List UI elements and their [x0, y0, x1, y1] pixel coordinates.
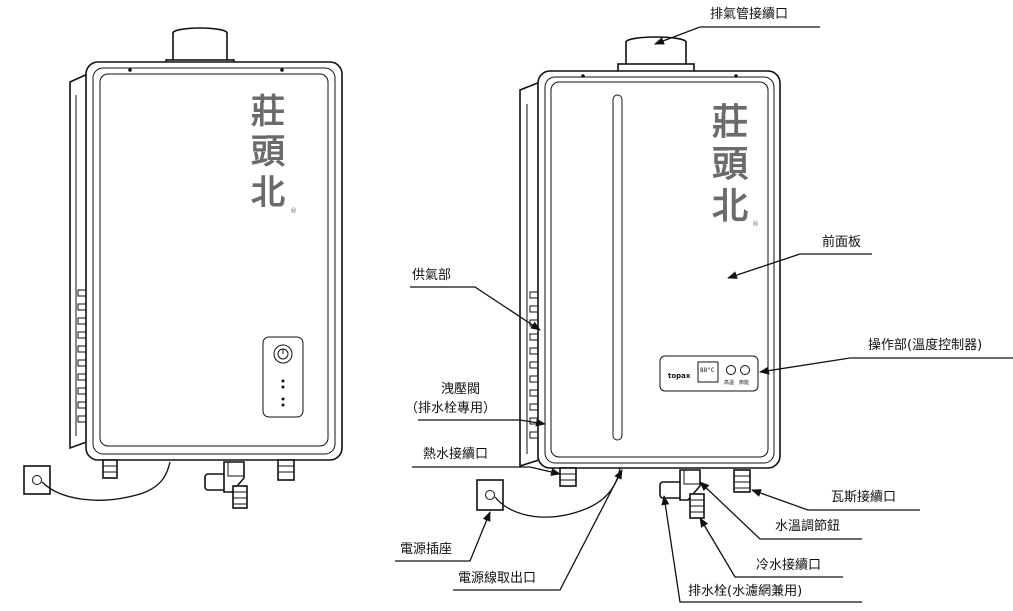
left-bottom-fittings [102, 459, 295, 509]
leader-gas-port [751, 489, 920, 511]
left-brand-char-1: 莊 [251, 92, 285, 132]
left-brand-char-3: 北 [251, 173, 285, 213]
label-exhaust-port: 排氣管接續口 [710, 7, 789, 22]
leader-exhaust-port [654, 26, 820, 45]
left-heater: 莊 頭 北 ® [23, 27, 343, 509]
left-power-cord [41, 461, 171, 501]
label-gas-port: 瓦斯接續口 [831, 490, 897, 505]
left-registered-mark: ® [290, 207, 297, 215]
right-brand-char-3: 北 [712, 185, 748, 227]
label-cord-outlet: 電源線取出口 [458, 571, 537, 586]
right-brand-char-2: 頭 [712, 143, 749, 185]
left-power-outlet [23, 465, 51, 495]
panel-display: 88°C [700, 367, 715, 374]
leader-control-unit [759, 357, 1013, 375]
right-heater-body [537, 70, 781, 469]
label-drain-plug: 排水栓(水濾網兼用) [688, 584, 803, 599]
leader-lines [395, 26, 1013, 603]
right-brand-char-1: 莊 [712, 101, 748, 143]
panel-button-label-1: 高溫 [724, 379, 734, 386]
label-front-panel: 前面板 [822, 235, 862, 250]
leader-power-socket [395, 511, 491, 562]
right-registered-mark: ® [752, 220, 759, 228]
leader-gas-supply [410, 286, 541, 331]
panel-logo: topax [668, 372, 691, 380]
left-control-panel [262, 336, 304, 418]
panel-button-label-2: 節能 [739, 379, 749, 386]
right-bottom-fittings [559, 467, 751, 519]
leader-cold-water [699, 517, 843, 578]
leader-drain-plug [661, 495, 862, 603]
right-power-outlet [476, 479, 504, 511]
left-heater-body [85, 61, 343, 461]
label-hot-water-port: 熱水接續口 [423, 447, 489, 462]
leader-hot-water [412, 466, 561, 476]
leader-relief-valve [418, 418, 546, 427]
label-control-unit: 操作部(溫度控制器) [868, 338, 983, 353]
leader-front-panel [727, 253, 872, 279]
leader-cord-outlet [453, 469, 623, 591]
left-brand-char-2: 頭 [251, 132, 286, 172]
label-relief-valve-line2: （排水栓專用） [405, 401, 497, 416]
label-temp-knob: 水溫調節鈕 [775, 519, 841, 534]
right-exhaust-collar [617, 36, 695, 73]
label-relief-valve-line1: 洩壓閥 [441, 382, 481, 397]
right-control-panel: topax 88°C 高溫 節能 [659, 355, 759, 392]
label-gas-supply: 供氣部 [412, 268, 452, 283]
label-cold-water-port: 冷水接續口 [756, 558, 822, 573]
label-power-socket: 電源插座 [400, 542, 453, 557]
front-panel-slot [612, 94, 623, 441]
leader-temp-knob [699, 481, 862, 540]
right-heater: 莊 頭 北 ® topax 88°C 高溫 節能 [476, 36, 781, 519]
